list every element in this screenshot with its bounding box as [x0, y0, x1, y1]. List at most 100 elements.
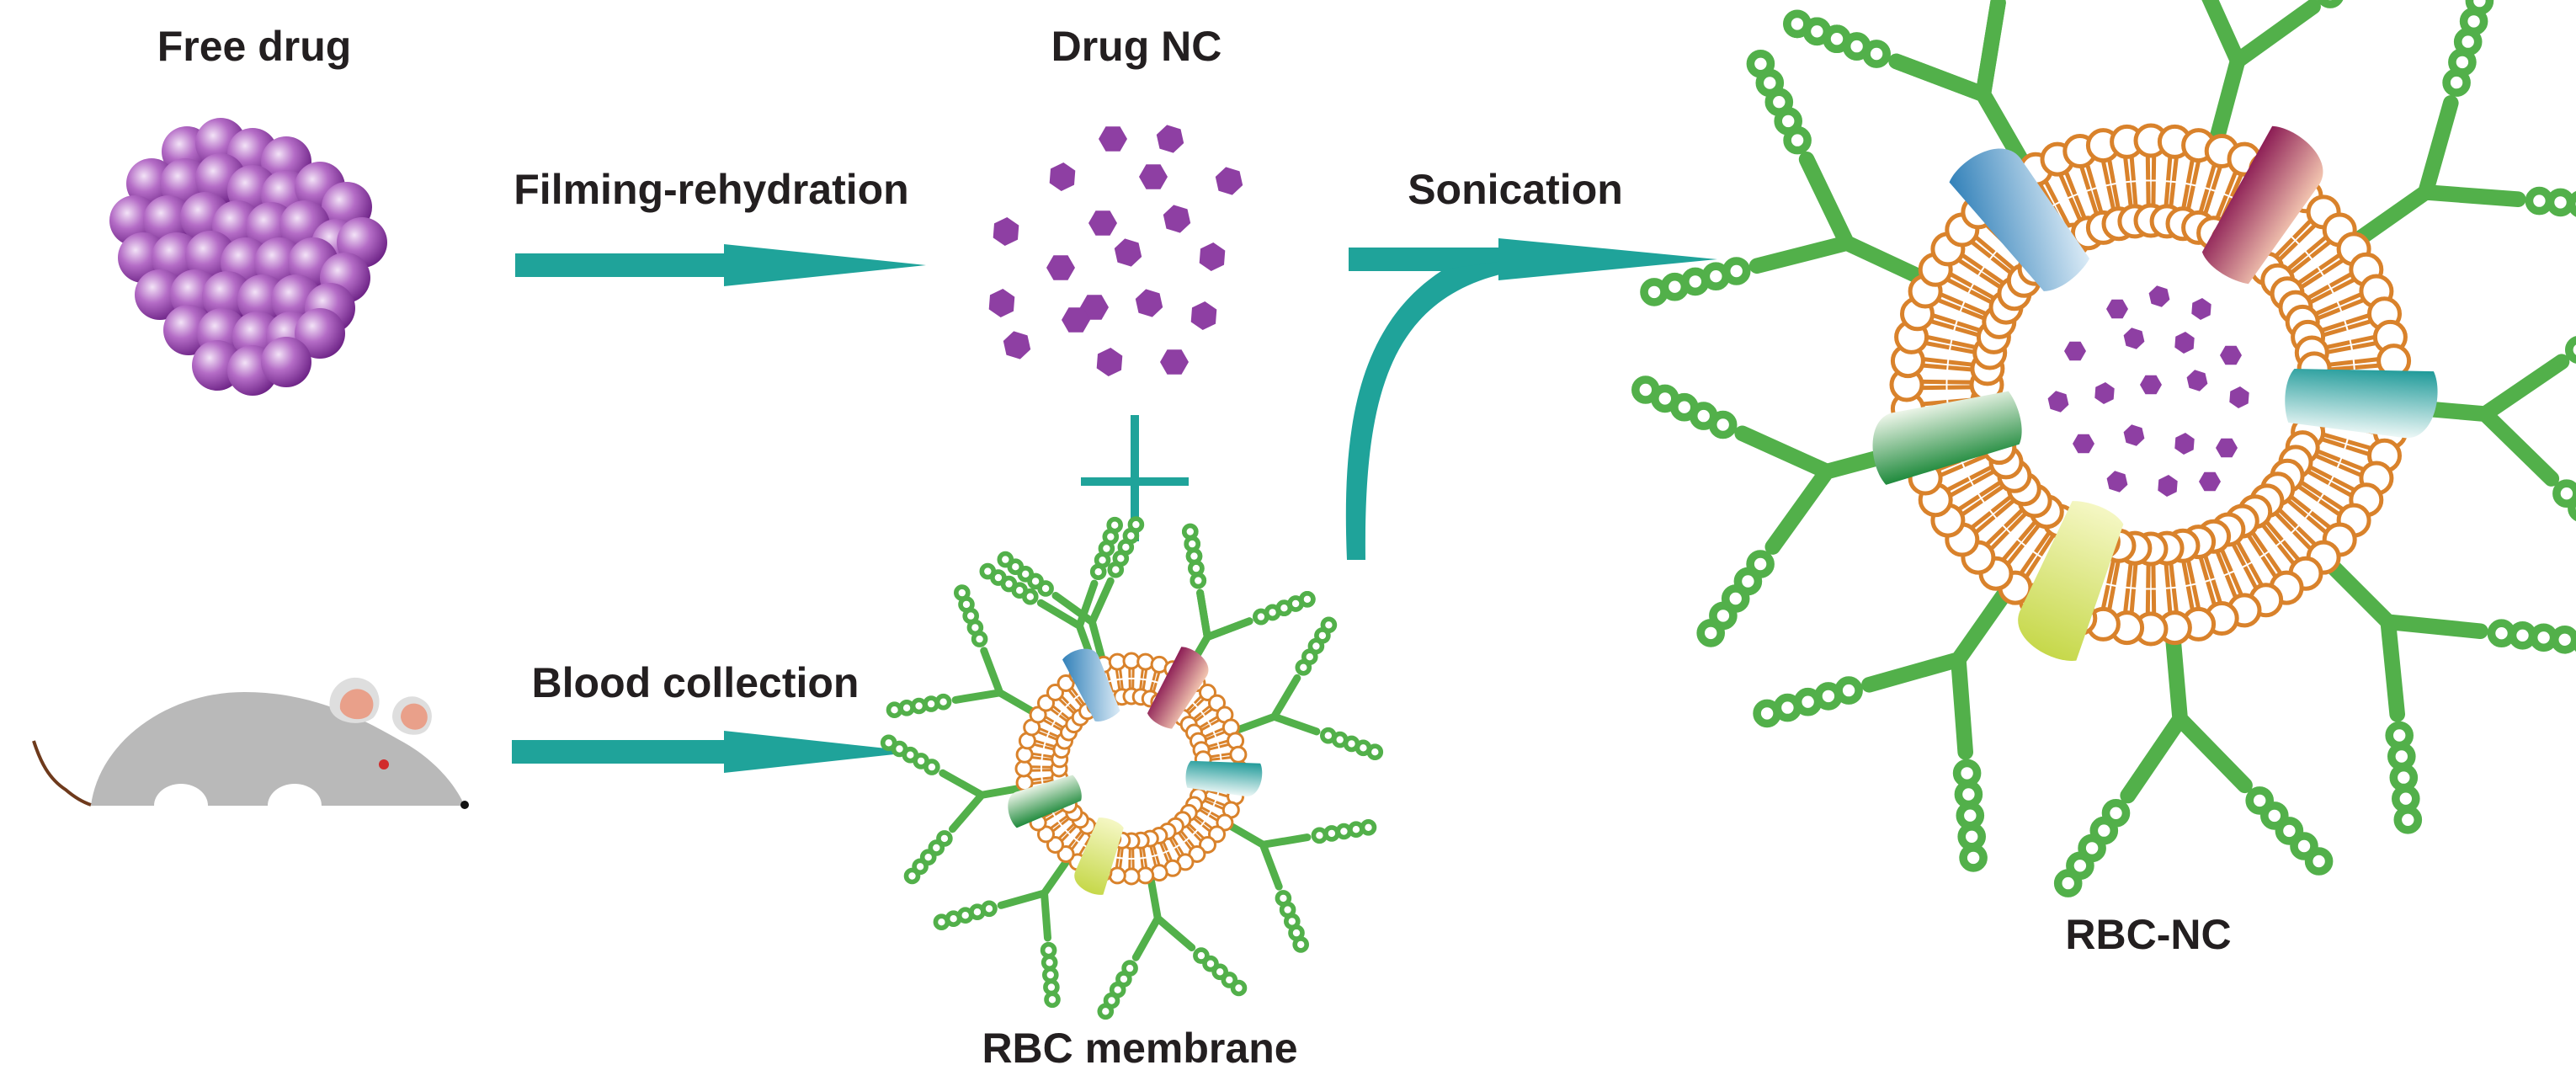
- drug-nanocrystal: [988, 289, 1015, 317]
- membrane-protein: [1872, 391, 2022, 485]
- drug-nc-label: Drug NC: [1051, 23, 1222, 70]
- lipid-head: [1227, 732, 1245, 750]
- glycan-chain: [2201, 0, 2321, 157]
- free-drug-label: Free drug: [157, 23, 352, 70]
- drug-nanocrystal: [1003, 331, 1031, 359]
- glycan-bead: [1631, 375, 1660, 404]
- rbc-nc-vesicle: [1631, 0, 2576, 897]
- glycan-chain: [2343, 95, 2526, 253]
- glycan-chain: [951, 647, 1042, 719]
- drug-sphere: [261, 337, 311, 387]
- glycan-bead: [886, 701, 903, 719]
- drug-nanocrystal: [1046, 255, 1075, 280]
- glycan-bead: [2387, 742, 2416, 771]
- drug-nanocrystal: [1160, 349, 1189, 375]
- membrane-protein: [1062, 648, 1120, 722]
- glycan-bead: [1959, 844, 1988, 872]
- glycan-bead: [1037, 580, 1054, 597]
- encapsulated-drug-nc: [2191, 298, 2211, 320]
- glycan-bead: [1366, 743, 1384, 761]
- glycan-bead: [2550, 626, 2576, 654]
- glycan-bead: [1696, 619, 1725, 647]
- lipid-head: [1150, 864, 1168, 882]
- glycan-bead: [1017, 565, 1034, 583]
- lipid-head: [1056, 674, 1075, 692]
- membrane-protein: [2285, 369, 2438, 439]
- lipid-head: [1208, 694, 1226, 712]
- lipid-head: [1029, 706, 1047, 724]
- glycan-bead: [903, 867, 921, 885]
- glycan-bead: [954, 584, 971, 601]
- glycan-bead: [2552, 479, 2576, 508]
- glycan-bead: [1957, 822, 1986, 851]
- glycan-bead: [910, 697, 928, 715]
- encapsulated-drug-nc: [2158, 475, 2178, 497]
- drug-nanocrystal: [1096, 348, 1123, 376]
- membrane-protein: [1008, 775, 1082, 828]
- membrane-protein: [1074, 817, 1124, 895]
- glycan-chain: [1221, 818, 1312, 891]
- glycan-bead: [1027, 572, 1044, 590]
- drug-nanocrystal: [1163, 205, 1191, 233]
- drug-sphere: [295, 308, 345, 359]
- blood-collection-arrow: [512, 731, 918, 773]
- glycan-bead: [2567, 190, 2576, 217]
- encapsulated-drug-nc: [2064, 341, 2086, 361]
- rbc-membrane-label: RBC membrane: [982, 1025, 1298, 1072]
- glycan-bead: [923, 695, 939, 712]
- glycan-bead: [934, 693, 952, 711]
- glycan-bead: [979, 562, 997, 580]
- glycan-bead: [2546, 188, 2575, 217]
- encapsulated-drug-nc: [2047, 391, 2069, 413]
- glycan-bead: [1311, 827, 1328, 844]
- drug-nanocrystal: [1156, 125, 1184, 153]
- glycan-chain: [997, 853, 1074, 942]
- glycan-bead: [1746, 550, 1775, 578]
- glycan-bead: [2317, 0, 2344, 8]
- encapsulated-drug-nc: [2186, 370, 2208, 391]
- blood-collection-label: Blood collection: [531, 659, 860, 706]
- glycan-bead: [1733, 567, 1763, 596]
- encapsulated-drug-nc: [2094, 382, 2115, 404]
- lipid-head: [1015, 745, 1034, 764]
- glycan-bead: [1746, 50, 1775, 78]
- glycan-bead: [1299, 590, 1316, 608]
- glycan-bead: [1956, 801, 1985, 830]
- glycan-bead: [1954, 780, 1983, 809]
- glycan-bead: [1044, 991, 1061, 1009]
- glycan-bead: [1360, 818, 1377, 836]
- membrane-protein: [2018, 501, 2124, 661]
- sonication-arrow: [1345, 238, 1717, 560]
- lipid-head: [1216, 813, 1234, 832]
- encapsulated-drug-nc: [2148, 285, 2170, 307]
- rbc-membrane-vesicle: [880, 516, 1384, 1020]
- glycan-bead: [2508, 620, 2537, 650]
- glycan-bead: [1043, 978, 1060, 996]
- encapsulated-drug-nc: [2106, 299, 2128, 319]
- glycan-bead: [912, 858, 929, 876]
- drug-nanocrystal: [1199, 242, 1226, 271]
- membrane-protein: [2201, 125, 2323, 285]
- encapsulated-drug-nc: [2106, 471, 2128, 493]
- lipid-head: [1229, 745, 1248, 764]
- glycan-bead: [997, 551, 1014, 568]
- glycan-bead: [2304, 847, 2334, 876]
- glycan-chain: [2315, 549, 2488, 722]
- glycan-bead: [1041, 954, 1058, 972]
- encapsulated-drug-nc: [2229, 386, 2249, 408]
- glycan-bead: [1783, 9, 1812, 39]
- glycan-bead: [1190, 572, 1207, 589]
- glycan-bead: [1348, 821, 1365, 839]
- drug-nanocrystal: [1190, 301, 1217, 330]
- filming-rehydration-label: Filming-rehydration: [514, 166, 909, 213]
- glycan-bead: [2389, 763, 2419, 792]
- encapsulated-drug-nc: [2123, 424, 2145, 446]
- membrane-protein: [1949, 148, 2090, 291]
- glycan-bead: [2487, 619, 2516, 648]
- glycan-chain: [1228, 674, 1321, 736]
- glycan-chain: [939, 769, 1030, 833]
- glycan-bead: [1640, 278, 1669, 306]
- glycan-bead: [1292, 936, 1309, 953]
- encapsulated-drug-nc: [2123, 327, 2145, 349]
- glycan-chain: [1131, 871, 1196, 961]
